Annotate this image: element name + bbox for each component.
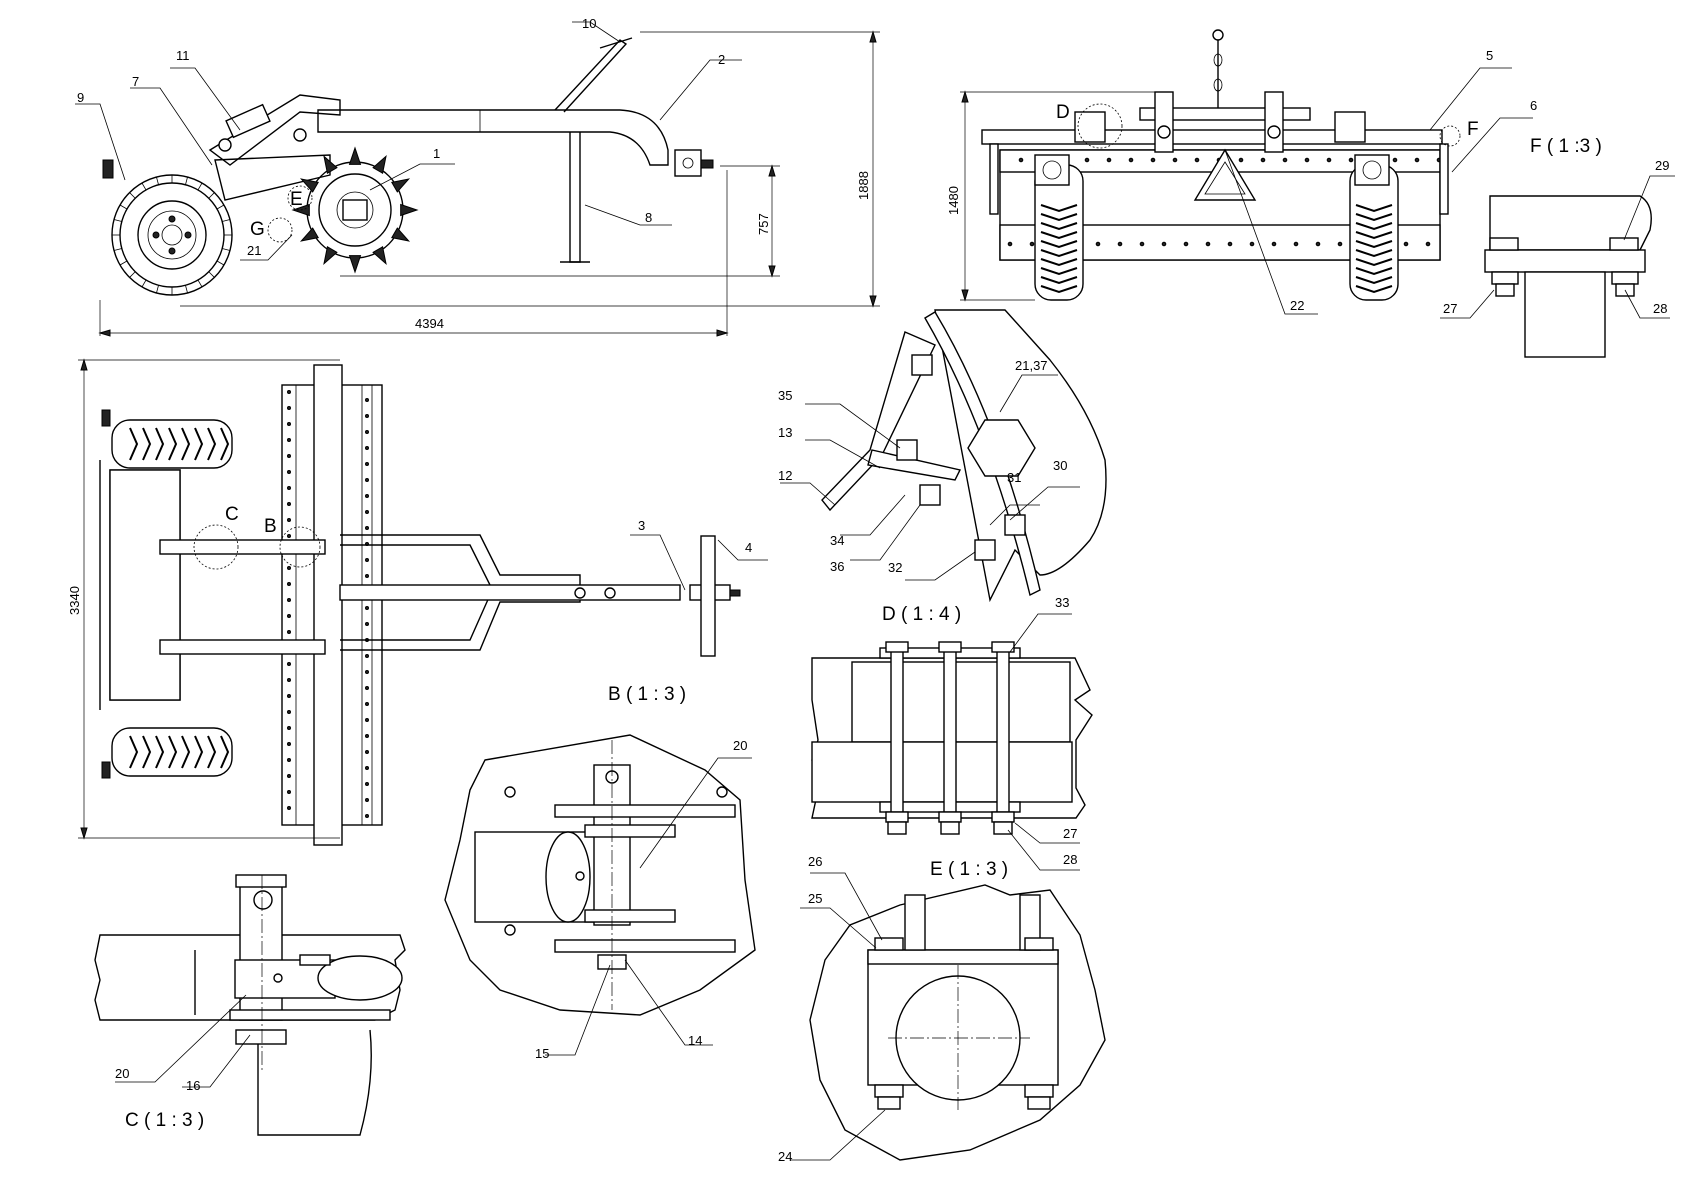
callout-21-37: 21,37 bbox=[1015, 358, 1048, 373]
callout-3: 3 bbox=[638, 518, 645, 533]
dim-length: 4394 bbox=[415, 316, 444, 331]
callout-2: 2 bbox=[718, 52, 725, 67]
callout-12: 12 bbox=[778, 468, 792, 483]
callout-25: 25 bbox=[808, 891, 822, 906]
callout-22: 22 bbox=[1290, 298, 1304, 313]
callout-27-F: 27 bbox=[1443, 301, 1457, 316]
callout-10: 10 bbox=[582, 16, 596, 31]
callout-26: 26 bbox=[808, 854, 822, 869]
callout-24: 24 bbox=[778, 1149, 792, 1164]
callout-5: 5 bbox=[1486, 48, 1493, 63]
callout-28-F: 28 bbox=[1653, 301, 1667, 316]
callout-20-C: 20 bbox=[115, 1066, 129, 1081]
detail-B: B ( 1 : 3 ) 20 15 14 bbox=[444, 684, 756, 1061]
marker-E: E bbox=[290, 189, 303, 210]
callout-9: 9 bbox=[77, 90, 84, 105]
callout-4: 4 bbox=[745, 540, 752, 555]
callout-27-b: 27 bbox=[1063, 826, 1077, 841]
detail-B-title: B ( 1 : 3 ) bbox=[608, 684, 686, 705]
detail-D-title: D ( 1 : 4 ) bbox=[882, 604, 961, 625]
detail-C-title: C ( 1 : 3 ) bbox=[125, 1110, 204, 1131]
front-view: 1480 5 6 22 D F bbox=[946, 29, 1537, 315]
marker-G: G bbox=[250, 219, 265, 240]
detail-F-title: F ( 1 :3 ) bbox=[1530, 136, 1602, 157]
callout-35: 35 bbox=[778, 388, 792, 403]
dim-width: 3340 bbox=[67, 586, 82, 615]
callout-33: 33 bbox=[1055, 595, 1069, 610]
callout-32: 32 bbox=[888, 560, 902, 575]
side-view: 4394 1888 757 10 2 11 7 9 1 8 21 E G bbox=[75, 16, 880, 337]
callout-34: 34 bbox=[830, 533, 844, 548]
detail-D: D ( 1 : 4 ) 21,37 35 13 12 31 30 34 36 3… bbox=[778, 309, 1107, 625]
callout-21: 21 bbox=[247, 243, 261, 258]
callout-1: 1 bbox=[433, 146, 440, 161]
callout-13: 13 bbox=[778, 425, 792, 440]
marker-F: F bbox=[1467, 119, 1479, 140]
callout-8: 8 bbox=[645, 210, 652, 225]
detail-C: C ( 1 : 3 ) 20 16 bbox=[94, 874, 406, 1136]
detail-E: E ( 1 : 3 ) 26 25 24 bbox=[778, 854, 1106, 1164]
detail-bolts-33: 33 27 28 bbox=[811, 595, 1093, 871]
detail-F: F ( 1 :3 ) 29 27 28 bbox=[1440, 136, 1675, 358]
callout-28-b: 28 bbox=[1063, 852, 1077, 867]
callout-7: 7 bbox=[132, 74, 139, 89]
detail-E-title: E ( 1 : 3 ) bbox=[930, 859, 1008, 880]
callout-15: 15 bbox=[535, 1046, 549, 1061]
callout-30: 30 bbox=[1053, 458, 1067, 473]
marker-C: C bbox=[225, 504, 239, 525]
marker-D: D bbox=[1056, 102, 1070, 123]
callout-14: 14 bbox=[688, 1033, 702, 1048]
marker-B: B bbox=[264, 516, 277, 537]
callout-36: 36 bbox=[830, 559, 844, 574]
dim-height-hitch: 757 bbox=[756, 213, 771, 235]
callout-11: 11 bbox=[176, 48, 190, 63]
callout-20-B: 20 bbox=[733, 738, 747, 753]
callout-31: 31 bbox=[1007, 470, 1021, 485]
callout-6: 6 bbox=[1530, 98, 1537, 113]
callout-29: 29 bbox=[1655, 158, 1669, 173]
callout-16: 16 bbox=[186, 1078, 200, 1093]
plan-view: C B 3340 3 4 bbox=[67, 358, 768, 846]
dim-height-total: 1888 bbox=[856, 171, 871, 200]
dim-front-height: 1480 bbox=[946, 186, 961, 215]
